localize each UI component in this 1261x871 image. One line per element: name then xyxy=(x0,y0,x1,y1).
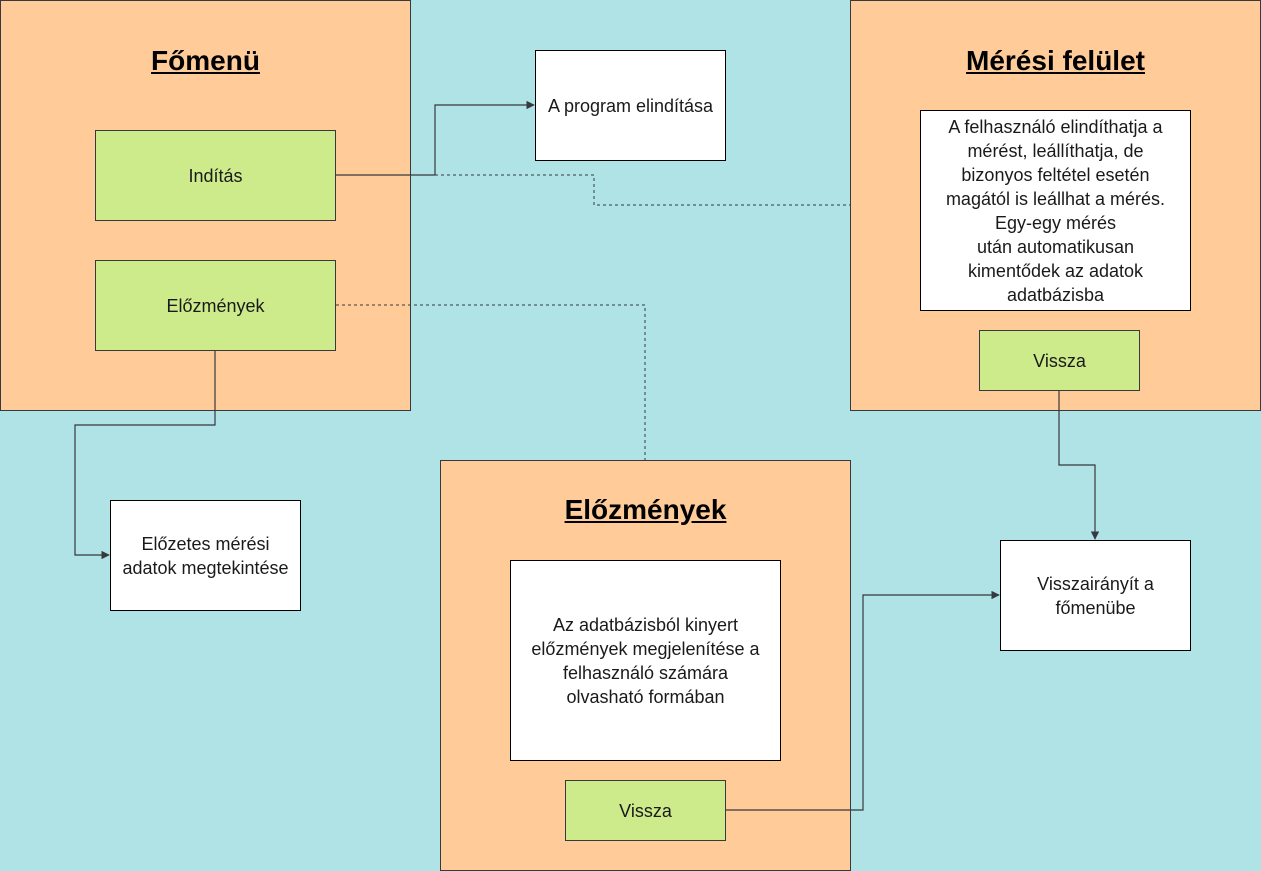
note-previous-data: Előzetes mérési adatok megtekintése xyxy=(110,500,301,611)
panel-title-elozmenyek: Előzmények xyxy=(564,494,727,525)
meresi-description: A felhasználó elindíthatja a mérést, leá… xyxy=(920,110,1191,311)
back-button-elozmenyek[interactable]: Vissza xyxy=(565,780,726,841)
note-start-program: A program elindítása xyxy=(535,50,726,161)
history-button[interactable]: Előzmények xyxy=(95,260,336,351)
edge-start-to-meresi xyxy=(435,174,850,206)
back-button-meresi[interactable]: Vissza xyxy=(979,330,1140,391)
start-button[interactable]: Indítás xyxy=(95,130,336,221)
elozmenyek-description: Az adatbázisból kinyert előzmények megje… xyxy=(510,560,781,761)
panel-title-meresi-felulet: Mérési felület xyxy=(966,45,1145,76)
note-redirect-main-menu: Visszairányít a főmenübe xyxy=(1000,540,1191,651)
edge-meresi-back-to-redirect xyxy=(1058,391,1100,540)
panel-title-fomenu: Főmenü xyxy=(151,45,260,76)
